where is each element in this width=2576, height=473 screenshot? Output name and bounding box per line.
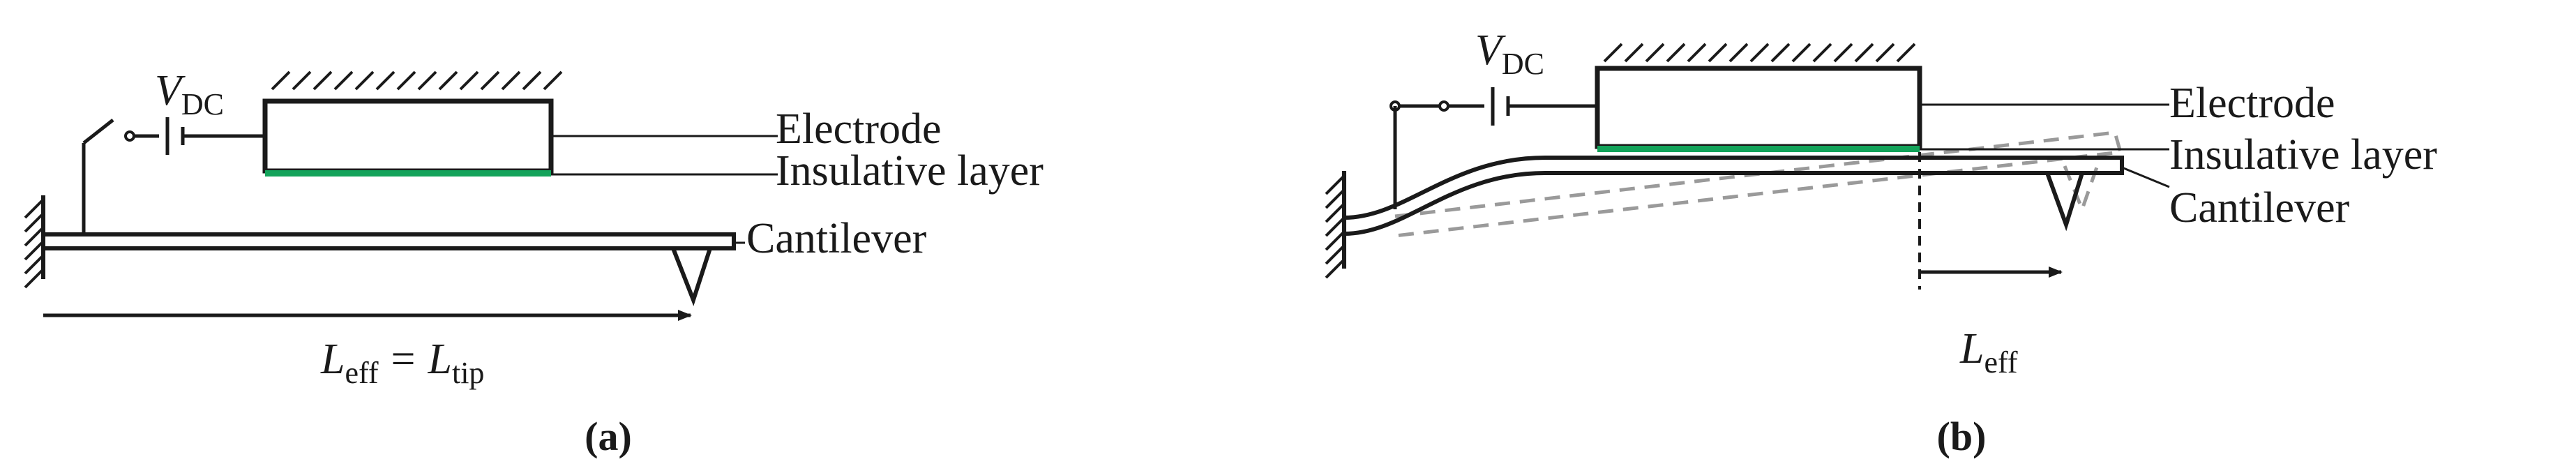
panel-b-caption: (b) xyxy=(1937,414,1987,459)
panel-a-switch xyxy=(82,119,114,144)
panel-a-length-label: Leff=Ltip xyxy=(320,336,484,390)
panel-b-insulative-layer xyxy=(1597,146,1920,152)
panel-b-circuit xyxy=(1389,87,1597,209)
panel-a-insulative-label: Insulative layer xyxy=(776,147,1044,195)
panel-b-cantilever-label: Cantilever xyxy=(2169,184,2350,232)
panel-a-cantilever-label: Cantilever xyxy=(746,215,927,262)
panel-a-cantilever-tip xyxy=(671,247,712,306)
panel-b-cantilever-leader xyxy=(2121,166,2170,188)
panel-a: VDC Electrode Insulative layer Cantileve… xyxy=(24,67,1044,459)
panel-b: VDC Electrode Insulative layer Cantileve… xyxy=(1325,27,2437,459)
panel-b-wall xyxy=(1325,171,1346,279)
panel-a-caption: (a) xyxy=(585,414,632,459)
panel-b-voltage-label: VDC xyxy=(1475,27,1544,81)
panel-b-cantilever-beam xyxy=(1343,156,2124,236)
panel-b-insulative-label: Insulative layer xyxy=(2169,131,2437,179)
panel-b-electrode xyxy=(1595,43,1922,149)
panel-a-circuit xyxy=(82,117,265,236)
panel-a-insulative-layer xyxy=(265,170,551,177)
panel-a-electrode xyxy=(262,70,563,174)
panel-a-electrode-label: Electrode xyxy=(776,105,942,153)
panel-b-electrode-label: Electrode xyxy=(2169,80,2335,127)
panel-b-battery xyxy=(1491,87,1510,126)
panel-a-voltage-label: VDC xyxy=(155,67,224,121)
panel-a-cantilever-beam xyxy=(41,232,736,250)
panel-b-cantilever-tip xyxy=(2045,172,2084,232)
panel-a-battery xyxy=(165,117,185,155)
panel-b-length-label: Leff xyxy=(1959,325,2018,380)
panel-a-wall xyxy=(24,195,45,289)
